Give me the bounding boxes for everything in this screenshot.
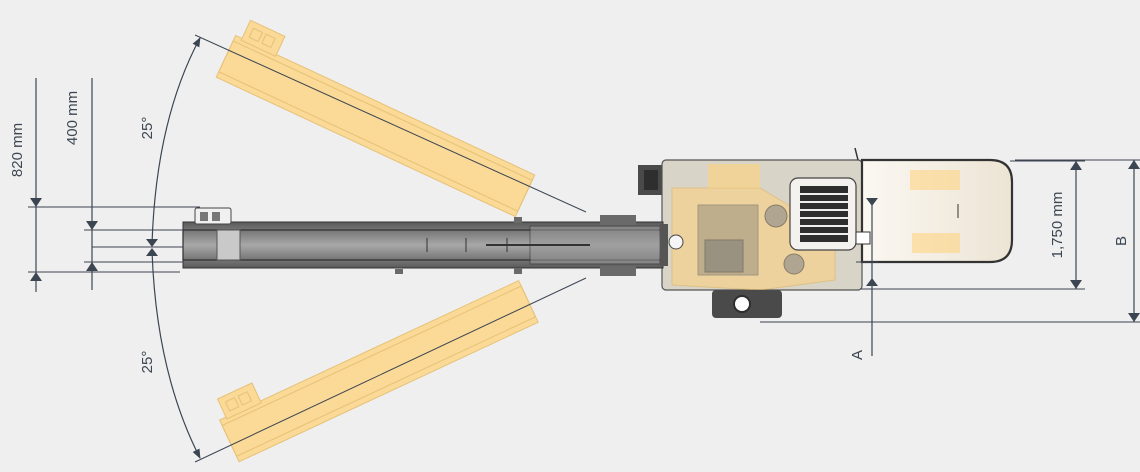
- centerline-marks: [92, 239, 183, 256]
- label-B: B: [1113, 236, 1130, 246]
- dimension-1750: [860, 160, 1085, 290]
- label-1750mm: 1,750 mm: [1049, 192, 1066, 259]
- label-820mm: 820 mm: [9, 123, 26, 177]
- label-A: A: [849, 350, 866, 360]
- angle-arc-lower: [151, 249, 201, 459]
- dimension-820: [28, 78, 200, 292]
- dimension-B: [760, 159, 1140, 323]
- boom-ghost-lower: [216, 279, 539, 463]
- label-400mm: 400 mm: [64, 91, 81, 145]
- cab: [854, 147, 1014, 264]
- swing-line-upper: [194, 34, 587, 213]
- label-angle-upper: 25°: [139, 117, 156, 140]
- dimension-400: [84, 78, 183, 290]
- angle-arc-upper: [151, 37, 201, 245]
- label-angle-lower: 25°: [139, 351, 156, 374]
- machine-body: [638, 159, 863, 318]
- boom-main: [182, 207, 668, 276]
- dimension-A: [856, 198, 878, 356]
- swing-line-lower: [194, 277, 587, 463]
- boom-ghost-upper: [215, 19, 536, 218]
